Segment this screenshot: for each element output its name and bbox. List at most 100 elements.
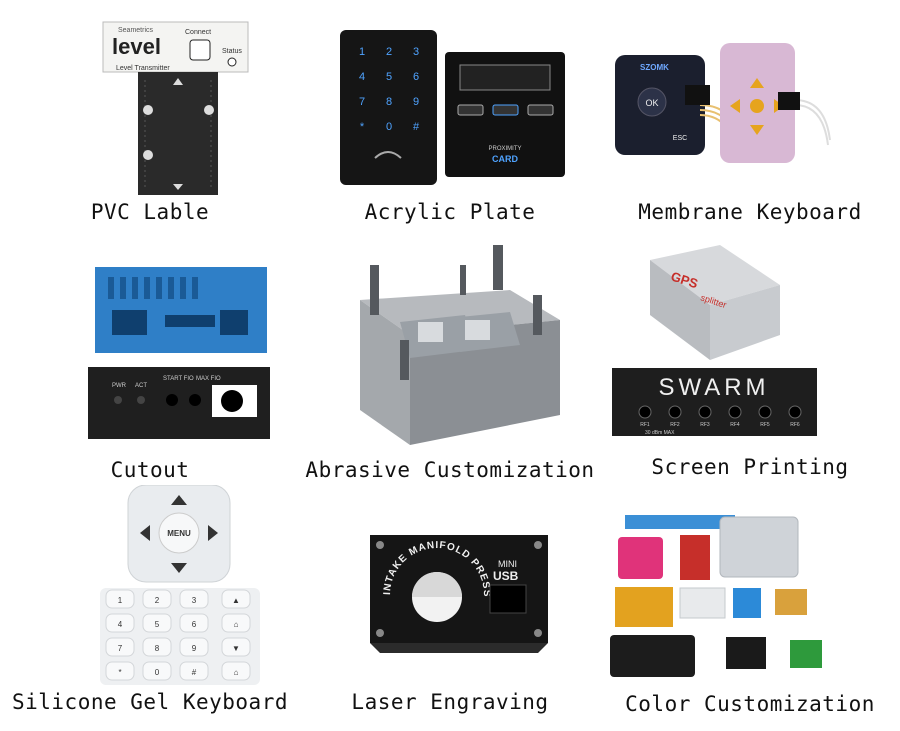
tile-cutout: PWR ACT START FIO MAX FIO Cutout bbox=[0, 240, 300, 482]
acrylic-key: * bbox=[360, 121, 365, 133]
acrylic-key: 2 bbox=[386, 46, 392, 58]
cutout-image: PWR ACT START FIO MAX FIO bbox=[88, 267, 270, 439]
silicone-key-cap bbox=[179, 661, 209, 681]
red-heatsink bbox=[680, 535, 710, 580]
silicone-key: 5 bbox=[155, 620, 160, 629]
tile-membrane-keyboard: SZOMK OK ESC Membrane Keyboard bbox=[600, 0, 900, 240]
pvc-label-image: Seametrics level Connect Status Level Tr… bbox=[102, 21, 249, 195]
gold-enclosure bbox=[615, 587, 673, 627]
cutout-label: ACT bbox=[135, 383, 147, 389]
acrylic-key: 8 bbox=[386, 96, 392, 108]
silicone-key-cap bbox=[105, 589, 135, 609]
blue-extrusion bbox=[625, 515, 735, 529]
membrane-keyboard-image: SZOMK OK ESC bbox=[615, 43, 831, 163]
acrylic-key: # bbox=[413, 121, 420, 133]
silicone-key: ▲ bbox=[232, 596, 240, 605]
acrylic-key: 1 bbox=[359, 46, 365, 58]
silicone-key: ▼ bbox=[232, 644, 240, 653]
caption-silicone-gel-keyboard: Silicone Gel Keyboard bbox=[11, 690, 288, 714]
color-enclosures-image bbox=[610, 515, 822, 677]
membrane-ok: OK bbox=[645, 98, 658, 108]
small-gold-enclosure bbox=[775, 589, 807, 615]
swarm-label: SWARM bbox=[658, 374, 769, 401]
caption-color-customization: Color Customization bbox=[625, 692, 875, 716]
cutout-label: MAX FIO bbox=[196, 376, 221, 382]
silicone-key: 8 bbox=[155, 644, 160, 653]
cutout-label: PWR bbox=[112, 383, 127, 389]
caption-pvc-label: PVC Lable bbox=[90, 200, 210, 224]
pvc-subtitle: Level Transmitter bbox=[116, 65, 170, 72]
acrylic-card-label: CARD bbox=[492, 154, 518, 164]
laser-engraving-image: INTAKE MANIFOLD PRESSURE MINI USB bbox=[300, 485, 548, 653]
pink-enclosure bbox=[618, 537, 663, 579]
small-blue-enclosure bbox=[733, 588, 761, 618]
membrane-brand: SZOMK bbox=[640, 63, 669, 72]
silicone-key: ⌂ bbox=[234, 620, 239, 629]
silicone-key-cap bbox=[142, 661, 172, 681]
silicone-key: 4 bbox=[118, 620, 123, 629]
pvc-connect-label: Connect bbox=[185, 29, 211, 36]
screen-printing-image: GPS splitter SWARM RF1 RF2 RF3 RF4 RF5 R… bbox=[612, 245, 817, 436]
white-enclosure bbox=[679, 587, 726, 619]
silicone-key: 9 bbox=[192, 644, 197, 653]
silicone-key: 3 bbox=[192, 596, 197, 605]
silicone-key: 6 bbox=[192, 620, 197, 629]
acrylic-key: 3 bbox=[413, 46, 419, 58]
black-enclosure-large bbox=[610, 635, 695, 677]
silicone-key-cap bbox=[221, 661, 251, 681]
silicone-key-cap bbox=[179, 589, 209, 609]
acrylic-keypad-panel bbox=[340, 30, 437, 185]
acrylic-key: 4 bbox=[359, 71, 365, 83]
silicone-key-cap bbox=[221, 613, 251, 633]
silicone-key-cap bbox=[221, 637, 251, 657]
silicone-key-cap bbox=[142, 613, 172, 633]
dbm-label: 30 dBm MAX bbox=[645, 430, 675, 436]
silicone-key-cap bbox=[221, 589, 251, 609]
mold-image bbox=[360, 245, 560, 445]
tile-abrasive-customization: Abrasive Customization bbox=[300, 240, 600, 482]
caption-abrasive-customization: Abrasive Customization bbox=[305, 458, 595, 482]
silicone-keypad bbox=[100, 588, 260, 685]
silicone-key-cap bbox=[105, 637, 135, 657]
acrylic-key: 9 bbox=[413, 96, 419, 108]
caption-screen-printing: Screen Printing bbox=[651, 455, 849, 479]
swarm-faceplate bbox=[612, 368, 817, 436]
rf-port-label: RF4 bbox=[730, 422, 740, 428]
silicone-key: * bbox=[118, 668, 121, 677]
caption-laser-engraving: Laser Engraving bbox=[351, 690, 549, 714]
caption-acrylic-plate: Acrylic Plate bbox=[364, 200, 536, 224]
rf-port-label: RF2 bbox=[670, 422, 680, 428]
rf-port-label: RF1 bbox=[640, 422, 650, 428]
pvc-status-label: Status bbox=[222, 48, 242, 55]
acrylic-card-small: PROXIMITY bbox=[488, 146, 521, 152]
black-enclosure-small bbox=[726, 637, 766, 669]
acrylic-key: 5 bbox=[386, 71, 392, 83]
silicone-key: ⌂ bbox=[234, 668, 239, 677]
pvc-status-led bbox=[227, 57, 237, 67]
tile-pvc-label: Seametrics level Connect Status Level Tr… bbox=[0, 0, 300, 240]
silicone-key-cap bbox=[179, 637, 209, 657]
acrylic-key: 7 bbox=[359, 96, 365, 108]
acrylic-key: 0 bbox=[386, 121, 392, 133]
silicone-key-cap bbox=[105, 661, 135, 681]
acrylic-plate-image: 1 2 3 4 5 6 7 8 9 * 0 # PROXIMITY CARD bbox=[340, 30, 565, 185]
tile-silicone-gel-keyboard: MENU 1 2 3 ▲ 4 5 6 ⌂ 7 8 9 ▼ * 0 # ⌂ Sil… bbox=[0, 480, 300, 720]
laser-usb-label: USB bbox=[493, 569, 519, 583]
rf-port-label: RF5 bbox=[760, 422, 770, 428]
silicone-key-cap bbox=[142, 589, 172, 609]
silicone-key-cap bbox=[105, 613, 135, 633]
silicone-key: 1 bbox=[118, 596, 123, 605]
silicone-key-cap bbox=[179, 613, 209, 633]
rf-port-label: RF3 bbox=[700, 422, 710, 428]
silicone-key-cap bbox=[142, 637, 172, 657]
silicone-key: 0 bbox=[155, 668, 160, 677]
pvc-brand: level bbox=[112, 34, 161, 59]
rf-port-label: RF6 bbox=[790, 422, 800, 428]
tile-color-customization: Color Customization bbox=[600, 480, 900, 720]
silicone-key: 2 bbox=[155, 596, 160, 605]
acrylic-key: 6 bbox=[413, 71, 419, 83]
tile-screen-printing: GPS splitter SWARM RF1 RF2 RF3 RF4 RF5 R… bbox=[600, 240, 900, 480]
tile-acrylic-plate: 1 2 3 4 5 6 7 8 9 * 0 # PROXIMITY CARD A… bbox=[300, 0, 600, 240]
menu-key-label: MENU bbox=[167, 529, 191, 538]
pvc-label-body bbox=[138, 72, 218, 195]
